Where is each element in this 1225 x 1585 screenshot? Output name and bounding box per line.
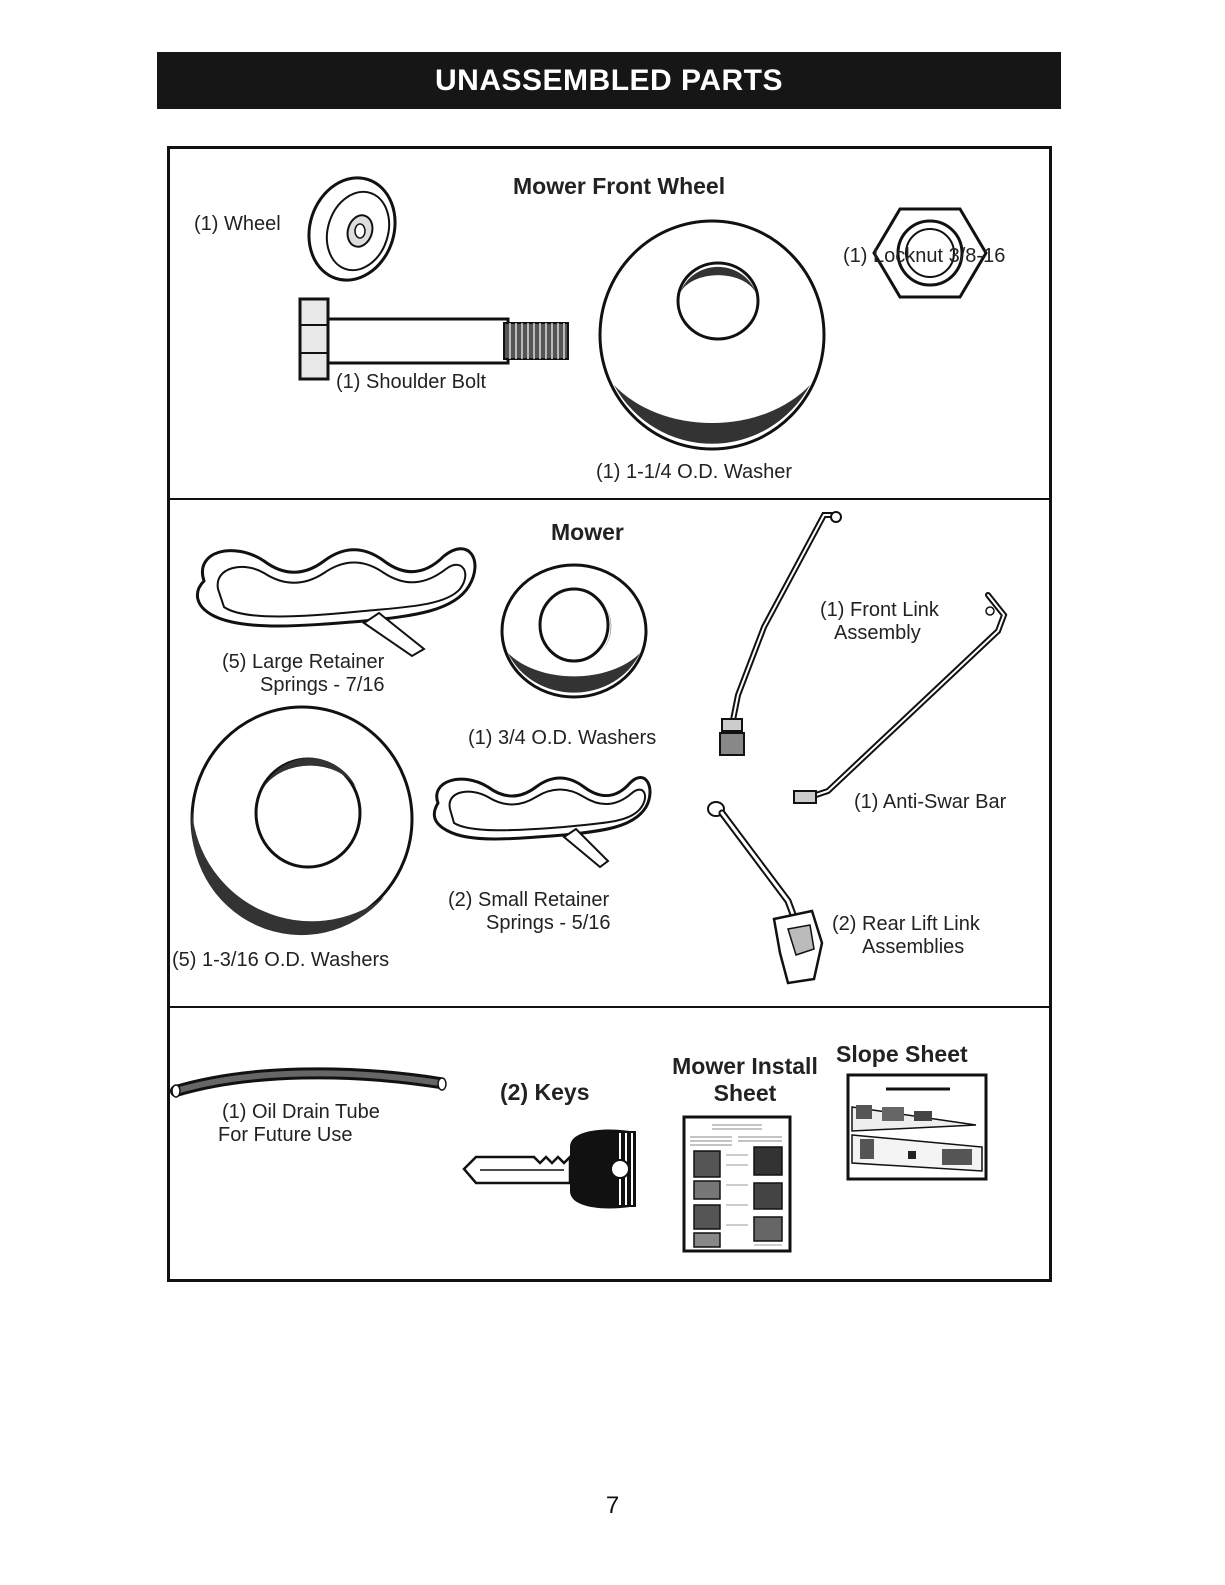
label-small-retainer-springs: (2) Small Retainer Springs - 5/16: [448, 889, 611, 934]
label-washers-1-3-16: (5) 1-3/16 O.D. Washers: [172, 949, 390, 971]
page-title-banner: UNASSEMBLED PARTS: [157, 52, 1061, 109]
label-install-sheet: Mower Install Sheet: [672, 1053, 818, 1106]
locknut-icon: [872, 207, 988, 299]
divider-2: [170, 1006, 1049, 1008]
label-shoulder-bolt: (1) Shoulder Bolt: [336, 371, 487, 393]
label-anti-sway-bar: (1) Anti-Swar Bar: [854, 791, 1007, 813]
label-locknut: (1) Locknut 3/8-16: [843, 245, 1006, 267]
large-washer-icon: [598, 219, 826, 451]
anti-sway-bar-icon: [793, 592, 1008, 804]
label-rear-lift-link: (2) Rear Lift Link Assemblies: [832, 913, 980, 958]
key-icon: [462, 1129, 636, 1209]
section-title-mower: Mower: [551, 519, 624, 545]
label-washer-1-1-4: (1) 1-1/4 O.D. Washer: [596, 461, 792, 483]
small-washer-icon: [500, 563, 648, 699]
label-front-link-assembly: (1) Front Link Assembly: [820, 599, 939, 644]
shoulder-bolt-icon: [298, 297, 569, 381]
page-number: 7: [605, 1492, 620, 1519]
label-large-retainer-springs: (5) Large Retainer Springs - 7/16: [222, 651, 385, 696]
small-retainer-spring-icon: [432, 776, 652, 869]
label-keys: (2) Keys: [500, 1079, 590, 1105]
large-retainer-spring-icon: [195, 547, 477, 658]
medium-washer-icon: [190, 705, 414, 936]
divider-1: [170, 498, 1049, 500]
front-link-assembly-icon: [719, 511, 842, 756]
label-wheel: (1) Wheel: [194, 213, 281, 235]
wheel-icon: [307, 176, 397, 282]
label-washers-3-4: (1) 3/4 O.D. Washers: [468, 727, 657, 749]
section-title-front-wheel: Mower Front Wheel: [513, 173, 726, 199]
label-oil-drain-tube: (1) Oil Drain Tube For Future Use: [218, 1101, 380, 1146]
label-slope-sheet: Slope Sheet: [836, 1041, 968, 1067]
rear-lift-link-icon: [707, 801, 824, 985]
parts-frame: Mower Front Wheel (1) Wheel (1) Shoulder…: [167, 146, 1052, 1282]
oil-drain-tube-icon: [170, 1067, 447, 1098]
slope-sheet-icon: [846, 1073, 988, 1181]
install-sheet-icon: [682, 1115, 792, 1253]
